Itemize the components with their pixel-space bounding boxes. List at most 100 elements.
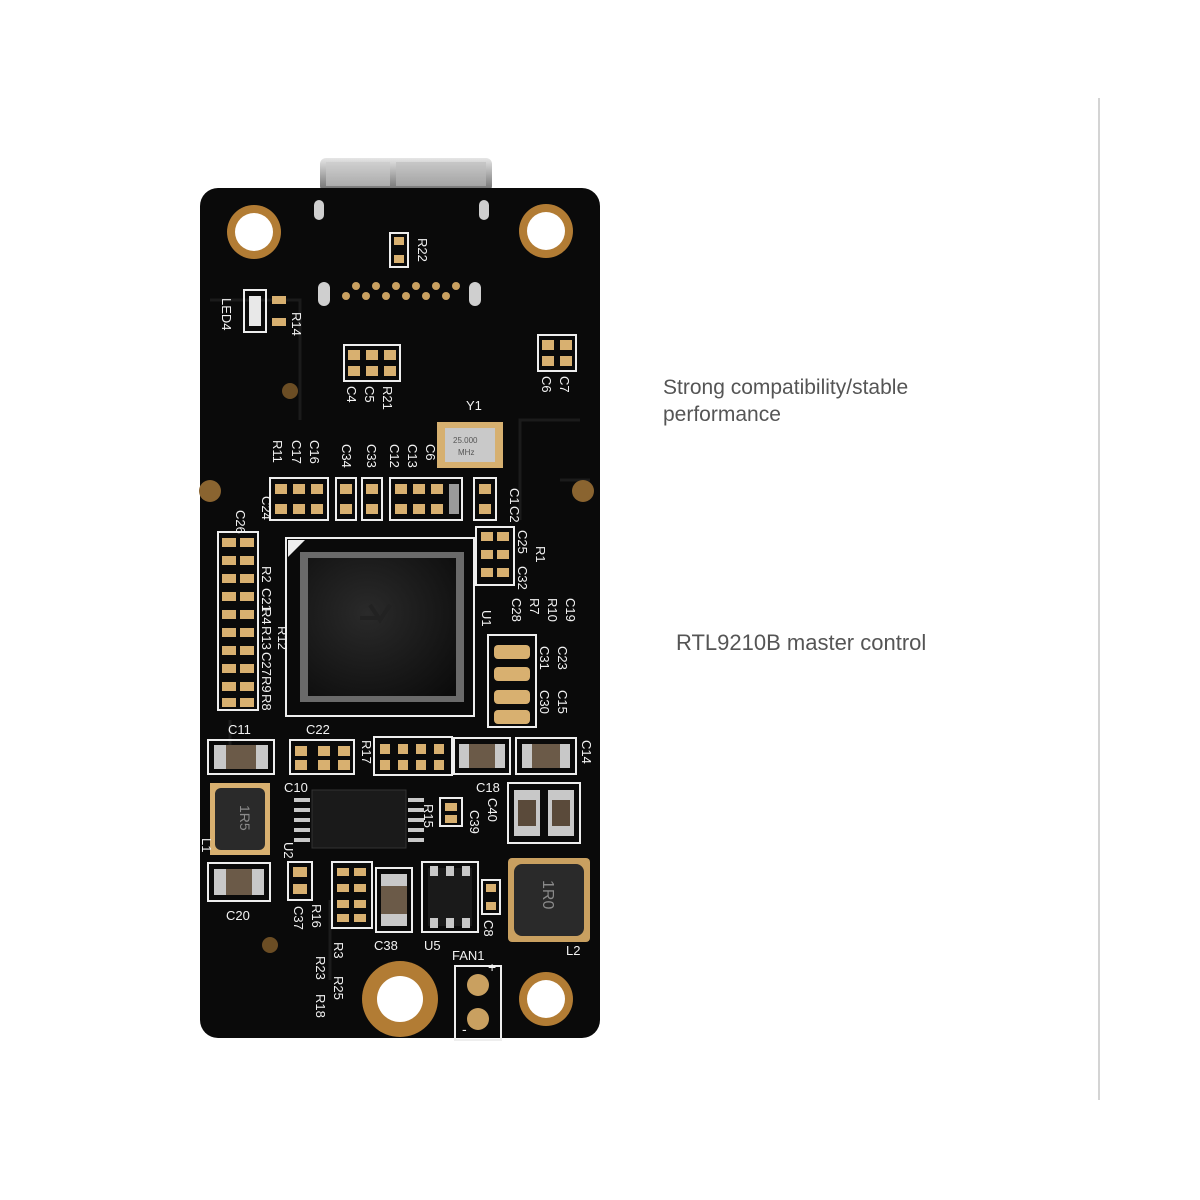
mounting-hole-top-right [519, 204, 573, 258]
label-r12: R12 [275, 626, 290, 650]
side-via-right [572, 480, 594, 502]
fan-minus-label: - [462, 1021, 467, 1037]
label-c12: C12 [387, 444, 402, 468]
label-c38: C38 [374, 938, 398, 953]
capacitor-pads-top [275, 484, 491, 514]
label-r23: R23 [313, 956, 328, 980]
c14-capacitor [515, 737, 577, 775]
via [282, 383, 298, 399]
label-r22: R22 [415, 238, 430, 262]
label-c15: C15 [555, 690, 570, 714]
fan-plus-label: + [488, 959, 496, 975]
label-c22: C22 [306, 722, 330, 737]
u2-chip [294, 789, 424, 849]
c20-capacitor [207, 862, 271, 902]
label-r16: R16 [309, 904, 324, 928]
usb-c-connector [320, 158, 492, 192]
c11-capacitor [207, 739, 275, 775]
label-r2: R2 [259, 566, 274, 583]
label-l2: L2 [566, 943, 580, 958]
label-r1: R1 [533, 546, 548, 563]
label-c13: C13 [405, 444, 420, 468]
u5-chip [421, 861, 479, 933]
label-c26: C26 [233, 510, 248, 534]
c39-c40-group [507, 782, 581, 844]
label-u2: U2 [281, 842, 296, 859]
label-c34: C34 [339, 444, 354, 468]
label-c32: C32 [515, 566, 530, 590]
caption-compatibility: Strong compatibility/stable performance [663, 376, 909, 426]
label-r3: R3 [331, 942, 346, 959]
crystal-unit-label: MHz [458, 448, 474, 457]
label-y1: Y1 [466, 398, 482, 413]
label-u5: U5 [424, 938, 441, 953]
label-c4: C4 [344, 386, 359, 403]
label-r9: R9 [259, 676, 274, 693]
label-c5: C5 [362, 386, 377, 403]
fan1-connector [454, 965, 502, 1041]
label-u1: U1 [479, 610, 494, 627]
via [262, 937, 278, 953]
label-c20: C20 [226, 908, 250, 923]
label-c19: C19 [563, 598, 578, 622]
r17-group [373, 736, 453, 776]
label-c16: C16 [307, 440, 322, 464]
c31-c15-group [487, 634, 537, 728]
label-l1: L1 [199, 838, 214, 852]
c25-r1-c32-group [475, 526, 515, 586]
c8-component [481, 879, 501, 915]
label-c6b: C6 [423, 444, 438, 461]
label-c24: C24 [259, 496, 274, 520]
label-c31: C31 [537, 646, 552, 670]
label-c37: C37 [291, 906, 306, 930]
label-r10: R10 [545, 598, 560, 622]
label-c7: C7 [557, 376, 572, 393]
label-r25: R25 [331, 976, 346, 1000]
label-r14: R14 [289, 312, 304, 336]
rtl9210b-chip [285, 537, 475, 717]
left-resistor-array [217, 531, 259, 711]
mounting-hole-bottom-left [362, 961, 438, 1037]
label-c6: C6 [539, 376, 554, 393]
side-via-left [199, 480, 221, 502]
label-c10: C10 [284, 780, 308, 795]
left-resistor-pads [222, 538, 254, 707]
r16-c37-group [287, 861, 373, 929]
label-c33: C33 [364, 444, 379, 468]
mounting-hole-top-left [227, 205, 281, 259]
vertical-divider [1098, 98, 1100, 1100]
c38-capacitor [375, 867, 413, 933]
label-c2: C2 [507, 506, 522, 523]
inductor-l1 [210, 783, 270, 855]
label-r13: R13 [259, 626, 274, 650]
label-r17: R17 [359, 740, 374, 764]
label-c23: C23 [555, 646, 570, 670]
inductor-l2-marking: 1R0 [539, 880, 556, 909]
label-c11: C11 [228, 722, 251, 737]
label-c40: C40 [485, 798, 500, 822]
c6-c7-group [537, 334, 577, 372]
inductor-l1-marking: 1R5 [237, 805, 253, 831]
label-r18: R18 [313, 994, 328, 1018]
label-fan1: FAN1 [452, 948, 485, 963]
label-c17: C17 [289, 440, 304, 464]
led4-component [243, 289, 286, 333]
caption-master-control: RTL9210B master control [676, 630, 927, 655]
silkscreen-labels: R22 R14 LED4 C7 C6 C4 C5 R21 Y1 R11 C17 … [199, 238, 594, 1018]
crystal-y1 [437, 422, 503, 468]
label-r7: R7 [527, 598, 542, 615]
label-c18: C18 [476, 780, 500, 795]
label-r21: R21 [380, 386, 395, 410]
label-c21: C21 [259, 588, 274, 612]
usb-pads [314, 200, 489, 306]
capacitor-row-top [269, 477, 497, 521]
label-c28: C28 [509, 598, 524, 622]
label-c14: C14 [579, 740, 594, 764]
c22-group [289, 739, 355, 775]
r15-component [439, 797, 463, 827]
label-c8: C8 [481, 920, 496, 937]
inductor-l2 [508, 858, 590, 942]
label-r8: R8 [259, 694, 274, 711]
crystal-freq-label: 25.000 [453, 436, 478, 445]
c31-c15-pads [494, 645, 530, 724]
